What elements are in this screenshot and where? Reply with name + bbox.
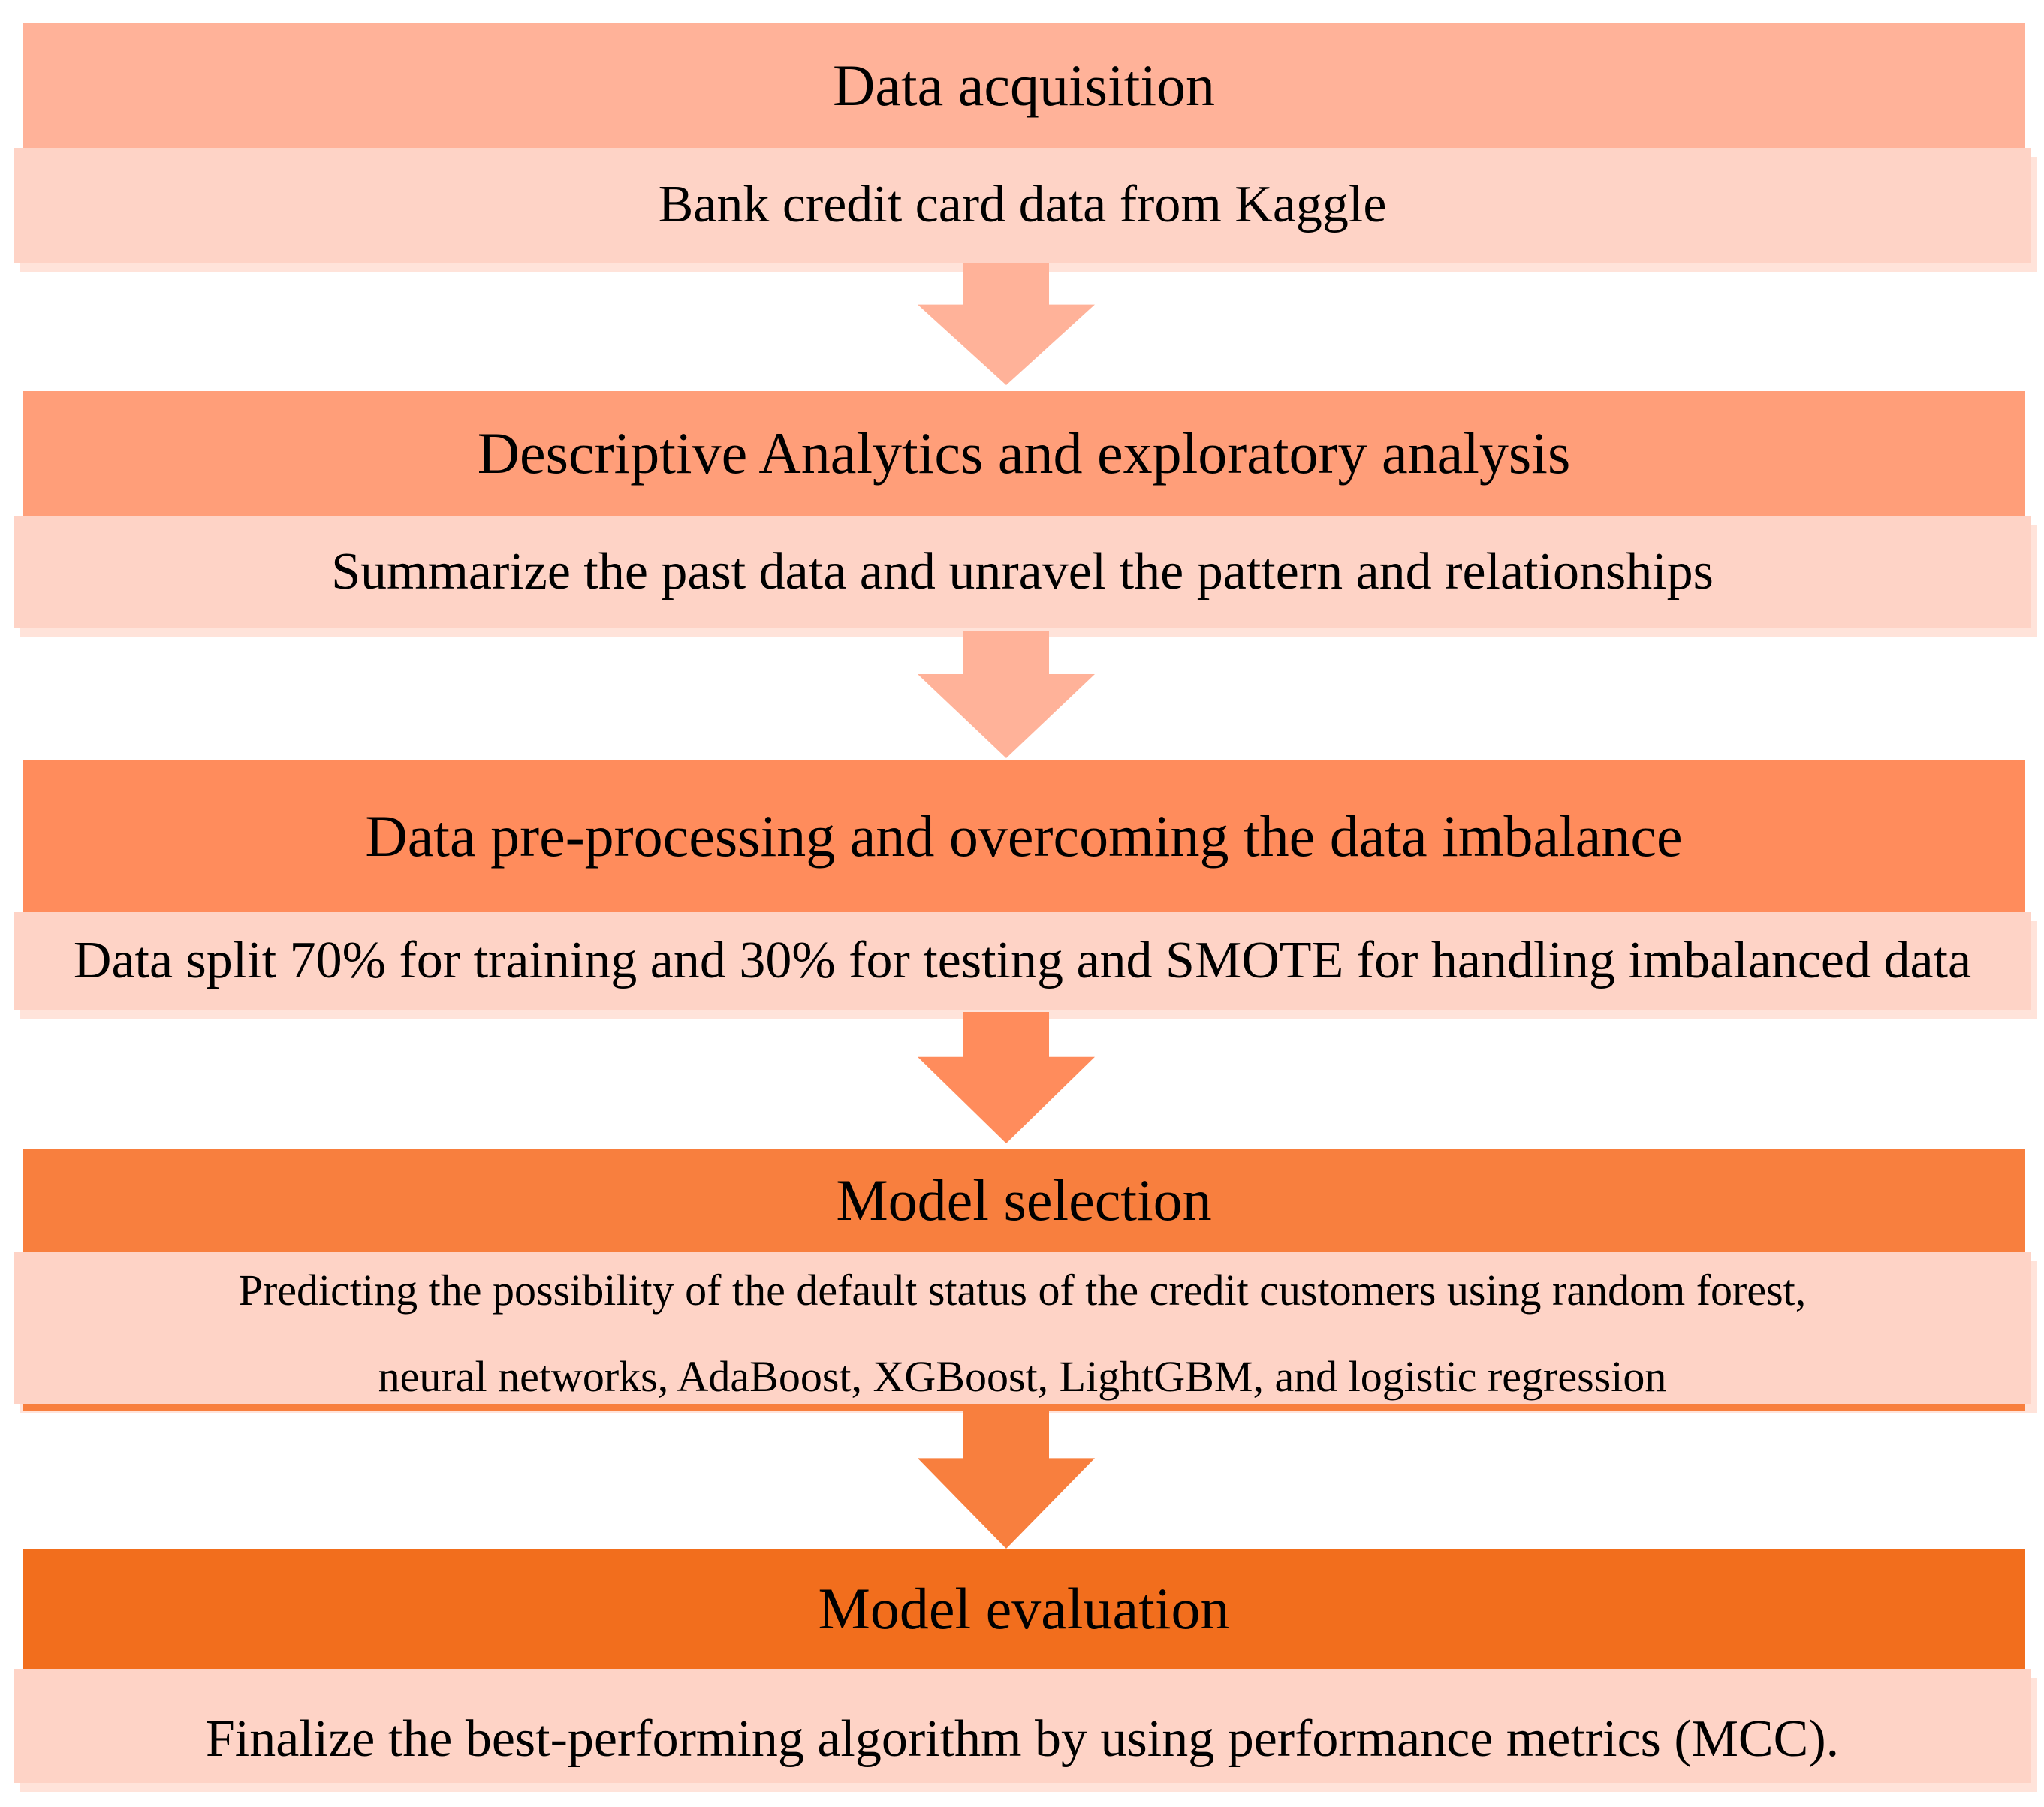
step-3-title: Data pre-processing and overcoming the d… — [365, 803, 1683, 869]
step-5-body: Finalize the best-performing algorithm b… — [14, 1669, 2031, 1783]
step-4-description-line-1: Predicting the possibility of the defaul… — [238, 1266, 1807, 1315]
step-2-body: Summarize the past data and unravel the … — [14, 516, 2031, 628]
down-arrow-icon — [918, 1411, 1095, 1549]
step-3-body: Data split 70% for training and 30% for … — [14, 912, 2031, 1010]
step-1-body: Bank credit card data from Kaggle — [14, 148, 2031, 263]
step-5-description: Finalize the best-performing algorithm b… — [205, 1709, 1840, 1768]
step-1-description: Bank credit card data from Kaggle — [658, 176, 1387, 234]
step-5-header: Model evaluation — [23, 1549, 2025, 1669]
step-1-title: Data acquisition — [832, 52, 1216, 118]
step-2-header: Descriptive Analytics and exploratory an… — [23, 391, 2025, 516]
step-4-title: Model selection — [836, 1167, 1212, 1233]
step-4-header: Model selection — [23, 1149, 2025, 1252]
down-arrow-icon — [918, 263, 1095, 385]
down-arrow-icon — [918, 631, 1095, 758]
step-5-title: Model evaluation — [818, 1576, 1230, 1642]
step-1-header: Data acquisition — [23, 23, 2025, 148]
step-2-title: Descriptive Analytics and exploratory an… — [477, 420, 1571, 486]
step-4-description-line-2: neural networks, AdaBoost, XGBoost, Ligh… — [378, 1352, 1667, 1402]
step-2-description: Summarize the past data and unravel the … — [331, 542, 1714, 601]
step-3-header: Data pre-processing and overcoming the d… — [23, 760, 2025, 912]
step-4-bottom-edge — [23, 1404, 2025, 1411]
step-3-description: Data split 70% for training and 30% for … — [73, 931, 1972, 989]
down-arrow-icon — [918, 1012, 1095, 1143]
step-4-body: Predicting the possibility of the defaul… — [14, 1252, 2031, 1404]
